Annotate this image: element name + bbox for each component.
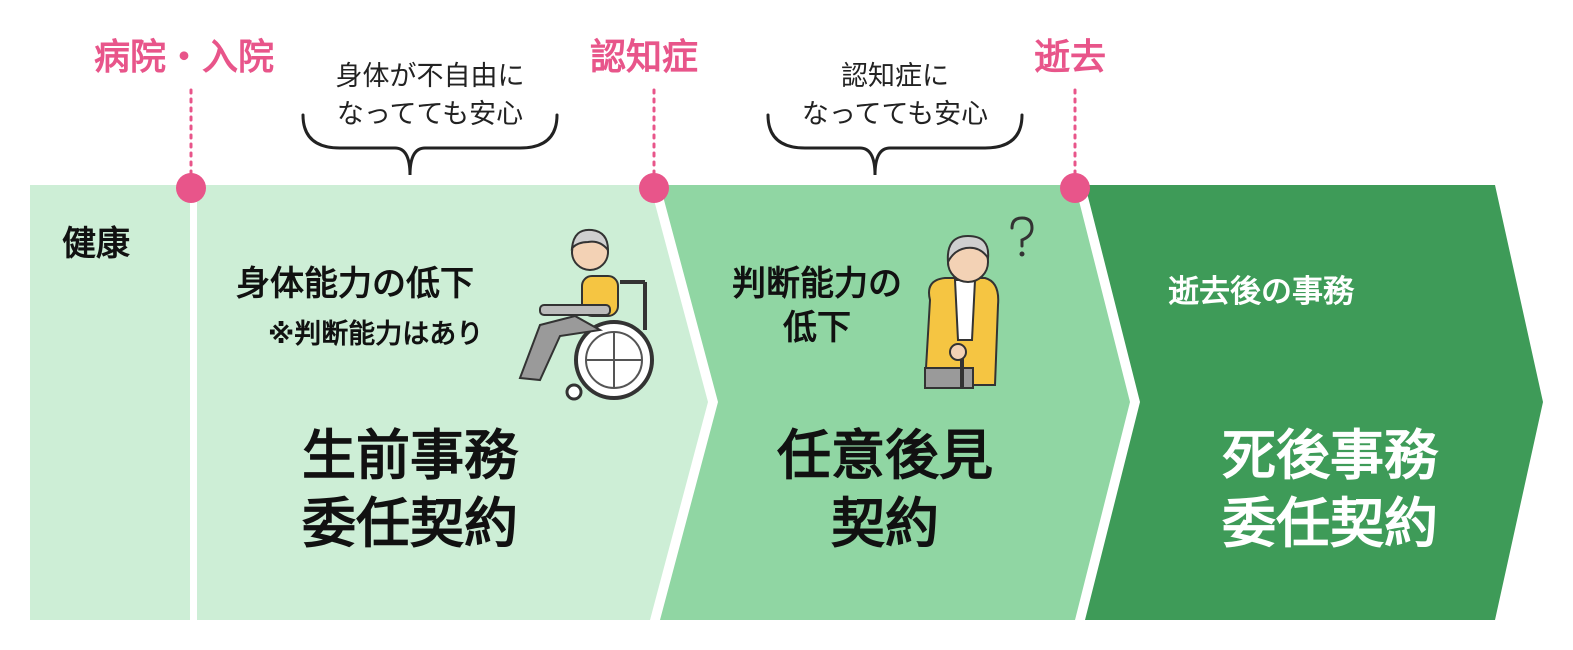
stage-physical-contract: 生前事務 委任契約 [260,422,560,558]
brace-physical [301,113,559,176]
marker-dot-death [1060,173,1090,203]
contract-physical-line1: 生前事務 [302,424,518,487]
marker-dot-dementia [639,173,669,203]
contract-after-death-line2: 委任契約 [1222,492,1438,555]
stage-healthy-bg [30,185,190,620]
stage-cognitive-bg [660,185,1130,620]
marker-hospital: 病院・入院 [94,37,275,78]
note-cognitive-line1: 認知症に [841,61,949,92]
contract-after-death-line1: 死後事務 [1222,424,1438,487]
contract-physical-line2: 委任契約 [302,492,518,555]
note-physical-line2: なってても安心 [336,99,524,130]
stage-cognitive-label: 判断能力の 低下 [712,262,922,350]
stage-physical-bg [197,185,708,620]
marker-death: 逝去 [1034,37,1107,78]
marker-dementia: 認知症 [590,37,699,78]
stage-cognitive-contract: 任意後見 契約 [740,422,1030,558]
elderly-person-illustration [923,216,1034,389]
stage-after-death-bg [1085,185,1543,620]
note-physical-line1: 身体が不自由に [335,61,525,92]
marker-dot-hospital [176,173,206,203]
stage-after-death-contract: 死後事務 委任契約 [1180,422,1480,558]
note-cognitive-line2: なってても安心 [801,99,989,130]
wheelchair-person-illustration [518,228,654,401]
note-physical: 身体が不自由に なってても安心 [305,58,555,134]
stage-cognitive-label-line1: 判断能力の [732,264,902,304]
contract-cognitive-line2: 契約 [831,492,939,555]
contract-cognitive-line1: 任意後見 [777,424,993,487]
note-cognitive: 認知症に なってても安心 [770,58,1020,134]
stage-physical-sub: ※判断能力はあり [268,319,484,350]
stage-after-death-label: 逝去後の事務 [1168,274,1354,310]
stage-healthy-label: 健康 [62,224,130,264]
stage-physical-label: 身体能力の低下 [236,264,474,304]
brace-cognitive [766,113,1024,176]
stage-cognitive-label-line2: 低下 [783,308,851,348]
